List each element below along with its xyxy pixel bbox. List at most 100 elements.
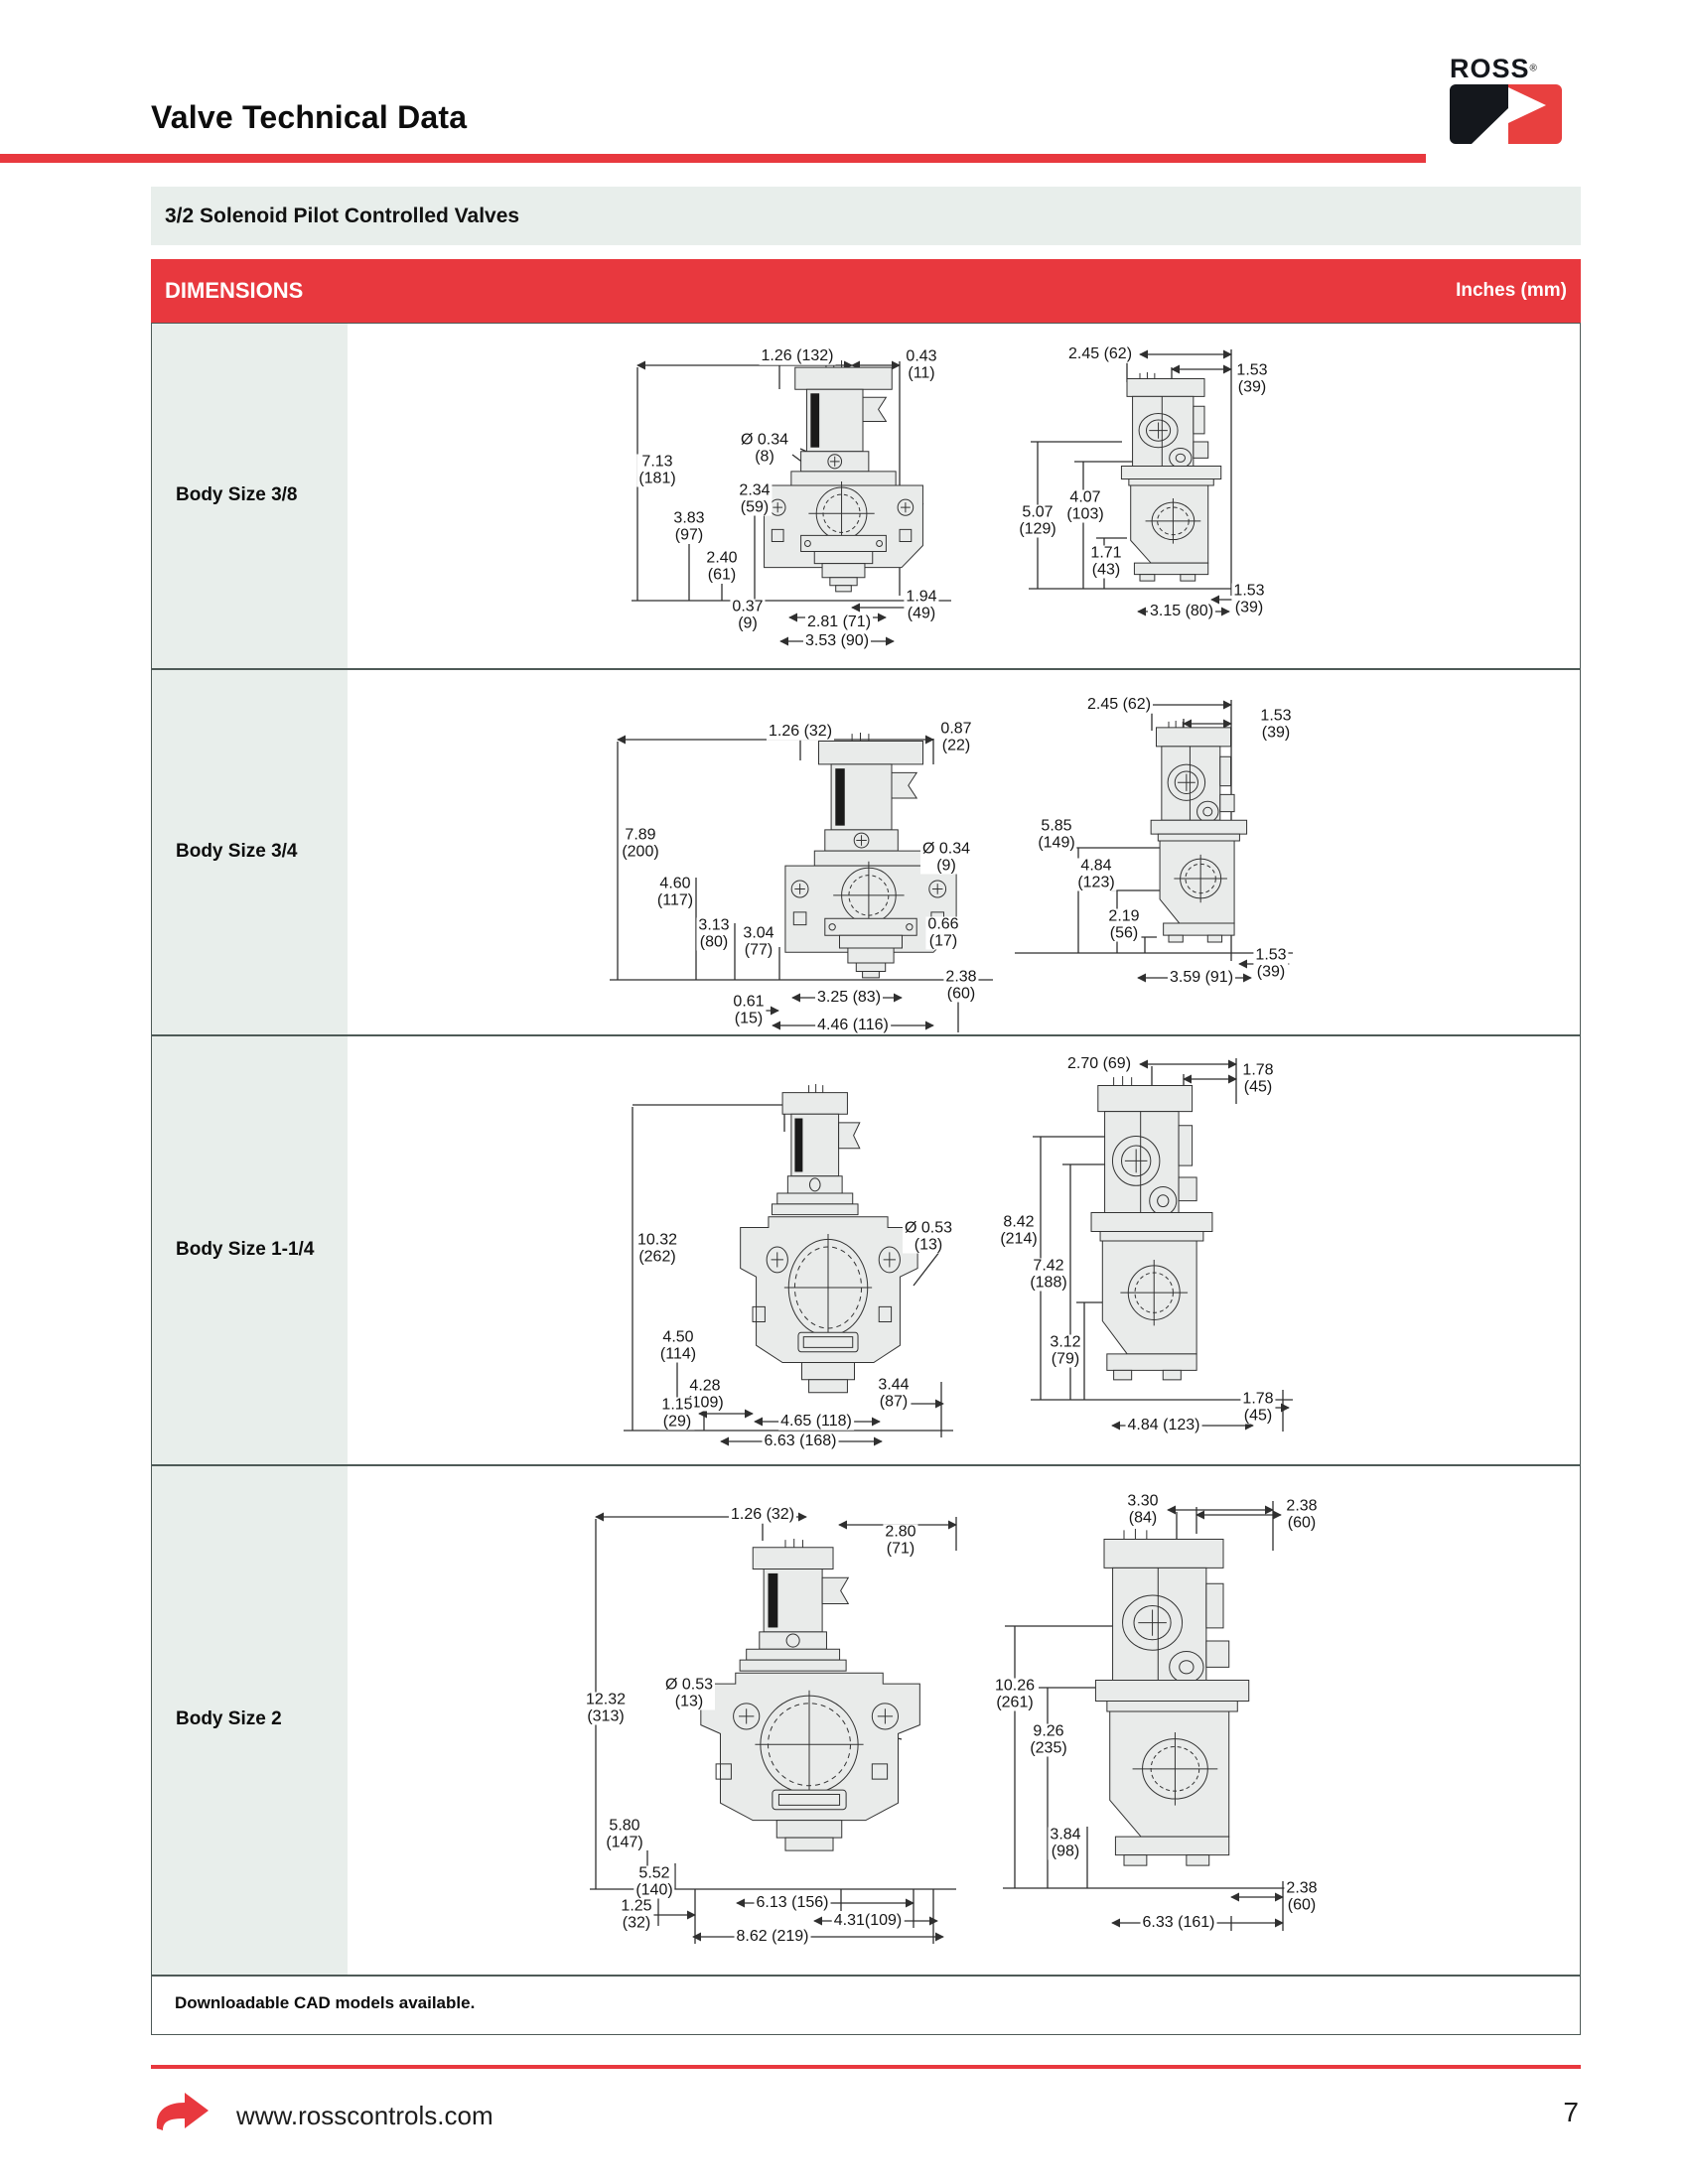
table-outline bbox=[151, 323, 1581, 2035]
ross-logo: ROSS® bbox=[1450, 56, 1565, 144]
dimensions-bar: DIMENSIONS Inches (mm) bbox=[151, 259, 1581, 323]
dimension-label: 1.53 (39) bbox=[1234, 361, 1270, 396]
row-label: Body Size 3/8 bbox=[176, 484, 298, 505]
dimension-label: 2.80 (71) bbox=[883, 1523, 918, 1558]
dimension-label: 4.28 (109) bbox=[684, 1377, 726, 1412]
dimension-label: 8.42 (214) bbox=[998, 1213, 1040, 1248]
dimension-label: 4.60 (117) bbox=[654, 875, 696, 909]
dimension-label: 0.43 (11) bbox=[904, 347, 939, 382]
section-title-band: 3/2 Solenoid Pilot Controlled Valves bbox=[151, 187, 1581, 245]
cad-note: Downloadable CAD models available. bbox=[175, 1993, 476, 2012]
dimension-label: 6.33 (161) bbox=[1140, 1913, 1217, 1932]
dimension-label: 7.13 (181) bbox=[636, 453, 678, 487]
ross-logo-emblem bbox=[1450, 84, 1562, 144]
valve-drawing-side bbox=[1082, 1076, 1239, 1406]
dimensions-bar-label: DIMENSIONS bbox=[165, 278, 304, 303]
dimension-label: 8.62 (219) bbox=[734, 1927, 811, 1946]
dimension-label: 1.25 (32) bbox=[619, 1897, 654, 1932]
row-separator bbox=[151, 1975, 1581, 1977]
ross-logo-text: ROSS bbox=[1450, 54, 1530, 83]
dimension-label: 0.37 (9) bbox=[730, 598, 766, 632]
dimension-label: 5.85 (149) bbox=[1036, 817, 1077, 852]
dimension-label: Ø 0.34 (8) bbox=[738, 431, 791, 466]
dimension-label: 0.87 (22) bbox=[938, 720, 974, 754]
dimension-label: 6.13 (156) bbox=[754, 1893, 831, 1912]
row-label: Body Size 1-1/4 bbox=[176, 1238, 315, 1260]
valve-drawing-side bbox=[1144, 721, 1268, 961]
dimension-label: 1.78 (45) bbox=[1240, 1061, 1276, 1096]
dimension-label: Ø 0.34 (9) bbox=[919, 840, 973, 875]
dimension-label: 3.12 (79) bbox=[1048, 1333, 1083, 1368]
dimension-label: 2.19 (56) bbox=[1106, 907, 1142, 942]
dimension-label: 0.66 (17) bbox=[925, 915, 961, 950]
dimension-label: 2.38 (60) bbox=[943, 968, 979, 1003]
valve-drawing-front bbox=[747, 359, 940, 610]
dimension-label: 6.63 (168) bbox=[762, 1432, 839, 1450]
dimension-label: 2.45 (62) bbox=[1084, 695, 1154, 714]
row-label: Body Size 2 bbox=[176, 1708, 282, 1729]
dimensions-bar-units: Inches (mm) bbox=[1456, 280, 1567, 301]
page-title: Valve Technical Data bbox=[151, 99, 468, 135]
dimension-label: 5.52 (140) bbox=[633, 1864, 675, 1899]
dimension-label: 3.53 (90) bbox=[802, 631, 872, 650]
dimension-label: 0.61 (15) bbox=[731, 993, 767, 1027]
page-number: 7 bbox=[1563, 2097, 1579, 2127]
dimension-label: 1.26 (32) bbox=[766, 722, 835, 741]
dimension-label: Ø 0.53 (13) bbox=[902, 1219, 955, 1254]
dimension-label: 4.84 (123) bbox=[1075, 857, 1117, 891]
dimension-label: 1.94 (49) bbox=[904, 588, 939, 622]
row-separator bbox=[151, 1464, 1581, 1466]
footer-rule bbox=[151, 2065, 1581, 2069]
dimension-label: Ø 0.53 (13) bbox=[662, 1676, 716, 1710]
row-label-column bbox=[151, 323, 348, 1975]
dimension-label: 2.81 (71) bbox=[804, 613, 874, 631]
valve-drawing-side bbox=[1084, 1529, 1283, 1894]
dimension-label: 7.89 (200) bbox=[620, 826, 661, 861]
dimension-label: 4.50 (114) bbox=[657, 1328, 699, 1363]
dimension-label: 1.26 (132) bbox=[759, 346, 836, 365]
dimension-label: 7.42 (188) bbox=[1028, 1257, 1069, 1292]
row-label: Body Size 3/4 bbox=[176, 840, 298, 862]
dimension-label: 3.15 (80) bbox=[1147, 602, 1216, 620]
dimension-label: 3.04 (77) bbox=[741, 924, 776, 959]
valve-drawing-side bbox=[1114, 372, 1243, 599]
dimension-label: 1.78 (45) bbox=[1240, 1390, 1276, 1425]
dimension-label: 10.26 (261) bbox=[992, 1677, 1038, 1711]
dimension-label: 4.65 (118) bbox=[778, 1412, 854, 1431]
dimension-label: 1.53 (39) bbox=[1253, 946, 1289, 981]
dimension-label: 3.84 (98) bbox=[1048, 1826, 1083, 1860]
dimension-label: 3.25 (83) bbox=[814, 988, 884, 1007]
dimension-label: 3.13 (80) bbox=[696, 916, 732, 951]
valve-drawing-front bbox=[767, 733, 975, 997]
dimension-label: 4.46 (116) bbox=[815, 1016, 891, 1034]
footer-url[interactable]: www.rosscontrols.com bbox=[236, 2101, 493, 2130]
dimension-label: 1.26 (32) bbox=[728, 1505, 797, 1524]
dimension-label: 2.34 (59) bbox=[737, 481, 773, 516]
dimension-label: 12.32 (313) bbox=[583, 1691, 629, 1725]
dimension-label: 10.32 (262) bbox=[634, 1231, 680, 1266]
registered-mark: ® bbox=[1529, 63, 1537, 74]
dimension-label: 1.71 (43) bbox=[1088, 544, 1124, 579]
valve-drawing-frontlg bbox=[723, 1084, 933, 1437]
dimension-label: 3.44 (87) bbox=[876, 1376, 912, 1411]
dimension-label: 3.30 (84) bbox=[1125, 1492, 1161, 1527]
dimension-label: 4.31(109) bbox=[831, 1911, 905, 1930]
section-title: 3/2 Solenoid Pilot Controlled Valves bbox=[165, 204, 520, 227]
dimension-label: 3.83 (97) bbox=[671, 509, 707, 544]
header-rule bbox=[0, 154, 1426, 163]
dimension-label: 4.84 (123) bbox=[1125, 1416, 1202, 1434]
footer-arrow-icon bbox=[156, 2093, 209, 2130]
dimension-label: 1.53 (39) bbox=[1258, 707, 1294, 742]
dimension-label: 2.38 (60) bbox=[1284, 1497, 1320, 1532]
dimension-label: 3.59 (91) bbox=[1167, 968, 1236, 987]
dimension-label: 1.53 (39) bbox=[1231, 582, 1267, 616]
dimension-label: 4.07 (103) bbox=[1064, 488, 1106, 523]
dimension-label: 9.26 (235) bbox=[1028, 1722, 1069, 1757]
row-separator bbox=[151, 1034, 1581, 1036]
dimension-label: 5.80 (147) bbox=[604, 1817, 645, 1851]
dimension-label: 2.45 (62) bbox=[1065, 344, 1135, 363]
valve-drawing-frontlg bbox=[679, 1539, 939, 1896]
dimension-label: 2.38 (60) bbox=[1284, 1879, 1320, 1914]
row-separator bbox=[151, 668, 1581, 670]
